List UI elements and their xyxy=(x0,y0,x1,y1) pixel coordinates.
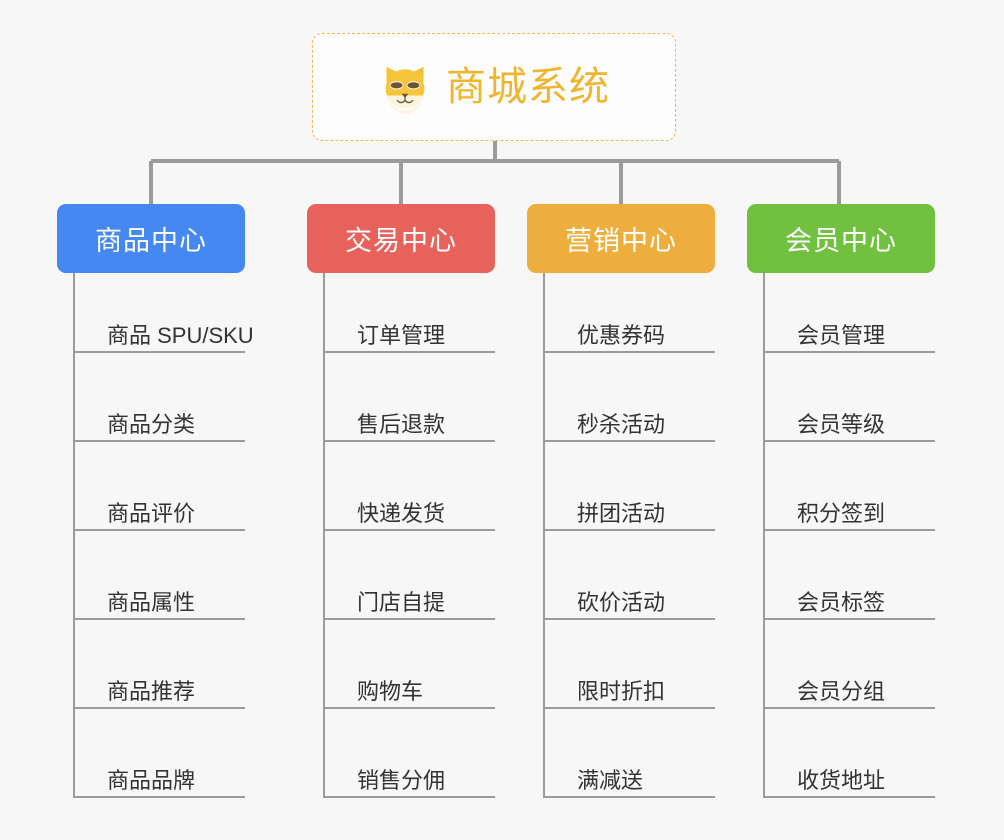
leaf-item[interactable]: 优惠券码 xyxy=(543,273,715,353)
leaf-item[interactable]: 订单管理 xyxy=(323,273,495,353)
leaf-stack-0: 商品 SPU/SKU 商品分类 商品评价 商品属性 商品推荐 商品品牌 xyxy=(73,273,254,798)
leaf-label: 会员管理 xyxy=(797,323,886,348)
leaf-label: 满减送 xyxy=(577,768,644,793)
root-node[interactable]: 商城系统 xyxy=(312,33,676,141)
category-label-0: 商品中心 xyxy=(95,226,207,256)
leaf-label: 砍价活动 xyxy=(577,590,666,615)
leaf-label: 商品分类 xyxy=(107,412,196,437)
leaf-label: 快递发货 xyxy=(357,501,446,526)
leaf-item[interactable]: 购物车 xyxy=(323,620,495,709)
leaf-label: 优惠券码 xyxy=(577,323,666,348)
category-label-1: 交易中心 xyxy=(345,226,457,256)
leaf-item[interactable]: 商品分类 xyxy=(73,353,245,442)
leaf-item[interactable]: 商品属性 xyxy=(73,531,245,620)
leaf-label: 商品品牌 xyxy=(107,768,196,793)
leaf-stack-3: 会员管理 会员等级 积分签到 会员标签 会员分组 收货地址 xyxy=(763,273,935,798)
leaf-label: 购物车 xyxy=(357,679,424,704)
leaf-label: 门店自提 xyxy=(357,590,446,615)
branch-column-0: 商品中心 商品 SPU/SKU 商品分类 商品评价 商品属性 商品推荐 商品品牌 xyxy=(57,204,254,798)
leaf-item[interactable]: 销售分佣 xyxy=(323,709,495,798)
leaf-item[interactable]: 限时折扣 xyxy=(543,620,715,709)
branch-column-3: 会员中心 会员管理 会员等级 积分签到 会员标签 会员分组 收货地址 xyxy=(747,204,935,798)
branch-trunk-3 xyxy=(763,273,765,798)
leaf-stack-1: 订单管理 售后退款 快递发货 门店自提 购物车 销售分佣 xyxy=(323,273,495,798)
leaf-label: 拼团活动 xyxy=(577,501,666,526)
leaf-label: 会员分组 xyxy=(797,679,886,704)
category-box-2[interactable]: 营销中心 xyxy=(527,204,715,273)
leaf-item[interactable]: 商品品牌 xyxy=(73,709,245,798)
category-box-3[interactable]: 会员中心 xyxy=(747,204,935,273)
leaf-label: 限时折扣 xyxy=(577,679,666,704)
leaf-label: 收货地址 xyxy=(797,768,886,793)
branch-column-2: 营销中心 优惠券码 秒杀活动 拼团活动 砍价活动 限时折扣 满减送 xyxy=(527,204,715,798)
leaf-label: 销售分佣 xyxy=(357,768,446,793)
category-box-1[interactable]: 交易中心 xyxy=(307,204,495,273)
leaf-label: 售后退款 xyxy=(357,412,446,437)
leaf-item[interactable]: 售后退款 xyxy=(323,353,495,442)
leaf-item[interactable]: 商品评价 xyxy=(73,442,245,531)
leaf-item[interactable]: 会员标签 xyxy=(763,531,935,620)
leaf-item[interactable]: 收货地址 xyxy=(763,709,935,798)
leaf-label: 会员标签 xyxy=(797,590,886,615)
leaf-item[interactable]: 秒杀活动 xyxy=(543,353,715,442)
leaf-label: 商品推荐 xyxy=(107,679,196,704)
branch-trunk-0 xyxy=(73,273,75,798)
category-label-3: 会员中心 xyxy=(785,226,897,256)
category-label-2: 营销中心 xyxy=(565,226,677,256)
leaf-item[interactable]: 积分签到 xyxy=(763,442,935,531)
leaf-label: 商品属性 xyxy=(107,590,196,615)
leaf-label: 商品 SPU/SKU xyxy=(107,323,254,348)
branch-trunk-2 xyxy=(543,273,545,798)
category-box-0[interactable]: 商品中心 xyxy=(57,204,245,273)
leaf-label: 商品评价 xyxy=(107,501,196,526)
leaf-item[interactable]: 会员分组 xyxy=(763,620,935,709)
leaf-label: 会员等级 xyxy=(797,412,886,437)
leaf-stack-2: 优惠券码 秒杀活动 拼团活动 砍价活动 限时折扣 满减送 xyxy=(543,273,715,798)
leaf-item[interactable]: 商品 SPU/SKU xyxy=(73,273,254,353)
leaf-label: 秒杀活动 xyxy=(577,412,666,437)
leaf-item[interactable]: 拼团活动 xyxy=(543,442,715,531)
leaf-item[interactable]: 会员管理 xyxy=(763,273,935,353)
root-title: 商城系统 xyxy=(446,65,610,109)
leaf-item[interactable]: 砍价活动 xyxy=(543,531,715,620)
leaf-item[interactable]: 会员等级 xyxy=(763,353,935,442)
leaf-item[interactable]: 满减送 xyxy=(543,709,715,798)
leaf-item[interactable]: 商品推荐 xyxy=(73,620,245,709)
branch-trunk-1 xyxy=(323,273,325,798)
leaf-label: 订单管理 xyxy=(357,323,446,348)
leaf-item[interactable]: 快递发货 xyxy=(323,442,495,531)
shiba-dog-face-icon xyxy=(385,66,425,114)
leaf-label: 积分签到 xyxy=(797,501,886,526)
branch-column-1: 交易中心 订单管理 售后退款 快递发货 门店自提 购物车 销售分佣 xyxy=(307,204,495,798)
leaf-item[interactable]: 门店自提 xyxy=(323,531,495,620)
